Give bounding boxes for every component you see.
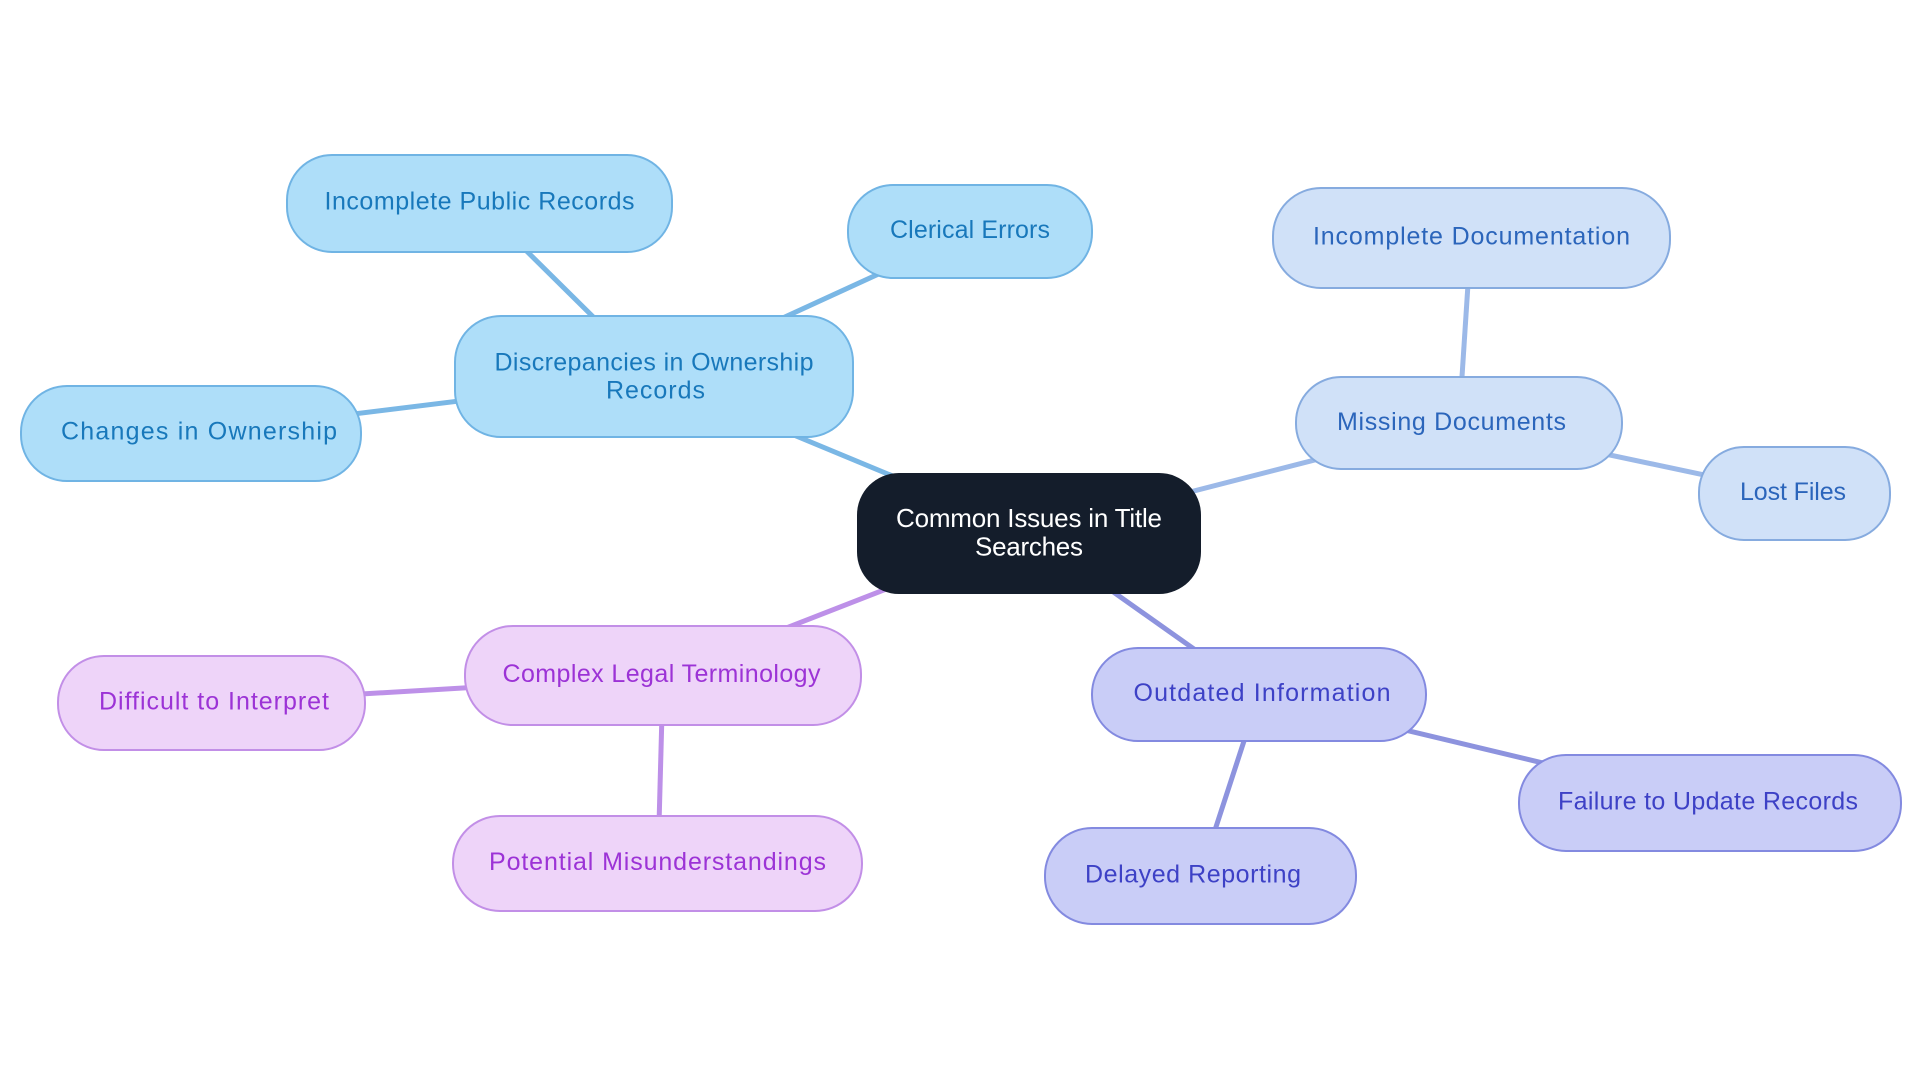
svg-text:Changes in Ownership: Changes in Ownership [61,418,337,446]
svg-text:Searches: Searches [975,532,1083,562]
svg-text:Delayed Reporting: Delayed Reporting [1085,861,1301,889]
svg-text:Missing Documents: Missing Documents [1337,408,1566,436]
svg-text:Incomplete Documentation: Incomplete Documentation [1313,223,1630,251]
svg-text:Discrepancies in Ownership: Discrepancies in Ownership [495,349,814,377]
svg-text:Difficult to Interpret: Difficult to Interpret [99,688,329,716]
svg-text:Outdated Information: Outdated Information [1134,679,1391,707]
svg-text:Records: Records [606,377,705,405]
svg-text:Failure to Update Records: Failure to Update Records [1558,788,1858,816]
svg-text:Complex Legal Terminology: Complex Legal Terminology [503,660,822,688]
svg-text:Common Issues in Title: Common Issues in Title [896,503,1162,533]
svg-text:Lost Files: Lost Files [1740,478,1846,506]
svg-text:Incomplete Public Records: Incomplete Public Records [325,188,635,216]
svg-text:Potential Misunderstandings: Potential Misunderstandings [489,848,826,876]
svg-text:Clerical Errors: Clerical Errors [890,216,1050,244]
